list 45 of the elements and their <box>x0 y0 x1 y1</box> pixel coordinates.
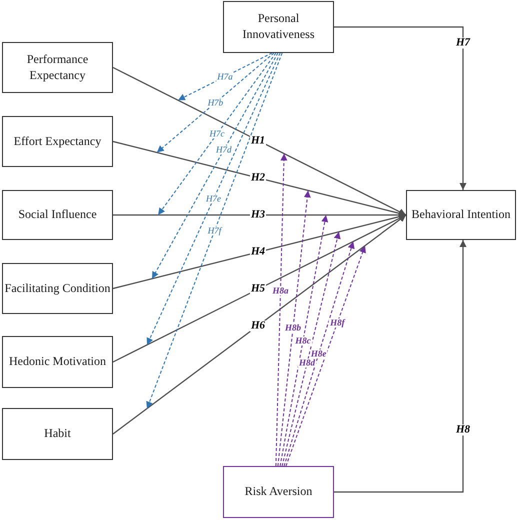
edge-label: H7e <box>205 194 222 204</box>
dashed-arrow <box>286 245 366 466</box>
edge-label: H7f <box>206 226 222 236</box>
edge-label: H7c <box>208 130 226 138</box>
dashed-arrow <box>275 153 288 466</box>
edge-label: H8f <box>329 318 346 328</box>
edge-label: H8d <box>298 358 316 368</box>
arrow <box>334 26 466 190</box>
edge-label: H2 <box>250 172 266 184</box>
construct-box: Risk Aversion <box>223 466 334 518</box>
edge-label: H8a <box>272 286 290 296</box>
edge-label: H7d <box>215 146 233 155</box>
dashed-arrow <box>158 52 276 216</box>
construct-box: Behavioral Intention <box>406 190 516 240</box>
edge-label: H7 <box>454 38 472 48</box>
arrow <box>112 66 406 216</box>
arrow <box>334 240 466 493</box>
edge-label: H3 <box>250 210 266 220</box>
construct-box: Personal Innovativeness <box>223 1 334 53</box>
dashed-arrow <box>146 52 283 410</box>
construct-box: Hedonic Motivation <box>2 336 113 388</box>
dashed-arrow <box>156 52 274 153</box>
edge-label: H8e <box>310 349 328 358</box>
dashed-arrow <box>284 241 355 466</box>
arrow <box>112 214 406 434</box>
edge-label: H8b <box>284 324 302 333</box>
edge-label: H4 <box>250 246 266 258</box>
construct-box: Habit <box>2 408 113 460</box>
construct-box: Effort Expectancy <box>2 116 113 167</box>
edge-label: H8c <box>294 336 312 345</box>
edge-label: H7b <box>206 98 224 108</box>
dashed-arrow <box>282 231 341 466</box>
edge-label: H1 <box>250 135 266 146</box>
dashed-arrow <box>280 214 328 466</box>
construct-box: Social Influence <box>2 190 113 240</box>
dashed-arrow <box>277 190 311 466</box>
dashed-arrow <box>178 52 272 101</box>
dashed-arrow <box>152 52 278 280</box>
construct-box: Performance Expectancy <box>2 42 113 93</box>
edge-label: H7a <box>216 72 234 82</box>
dashed-arrow <box>146 52 281 346</box>
edge-label: H8 <box>454 424 472 436</box>
edge-label: H5 <box>250 284 266 295</box>
edge-label: H6 <box>250 320 266 332</box>
construct-box: Facilitating Condition <box>2 263 113 314</box>
